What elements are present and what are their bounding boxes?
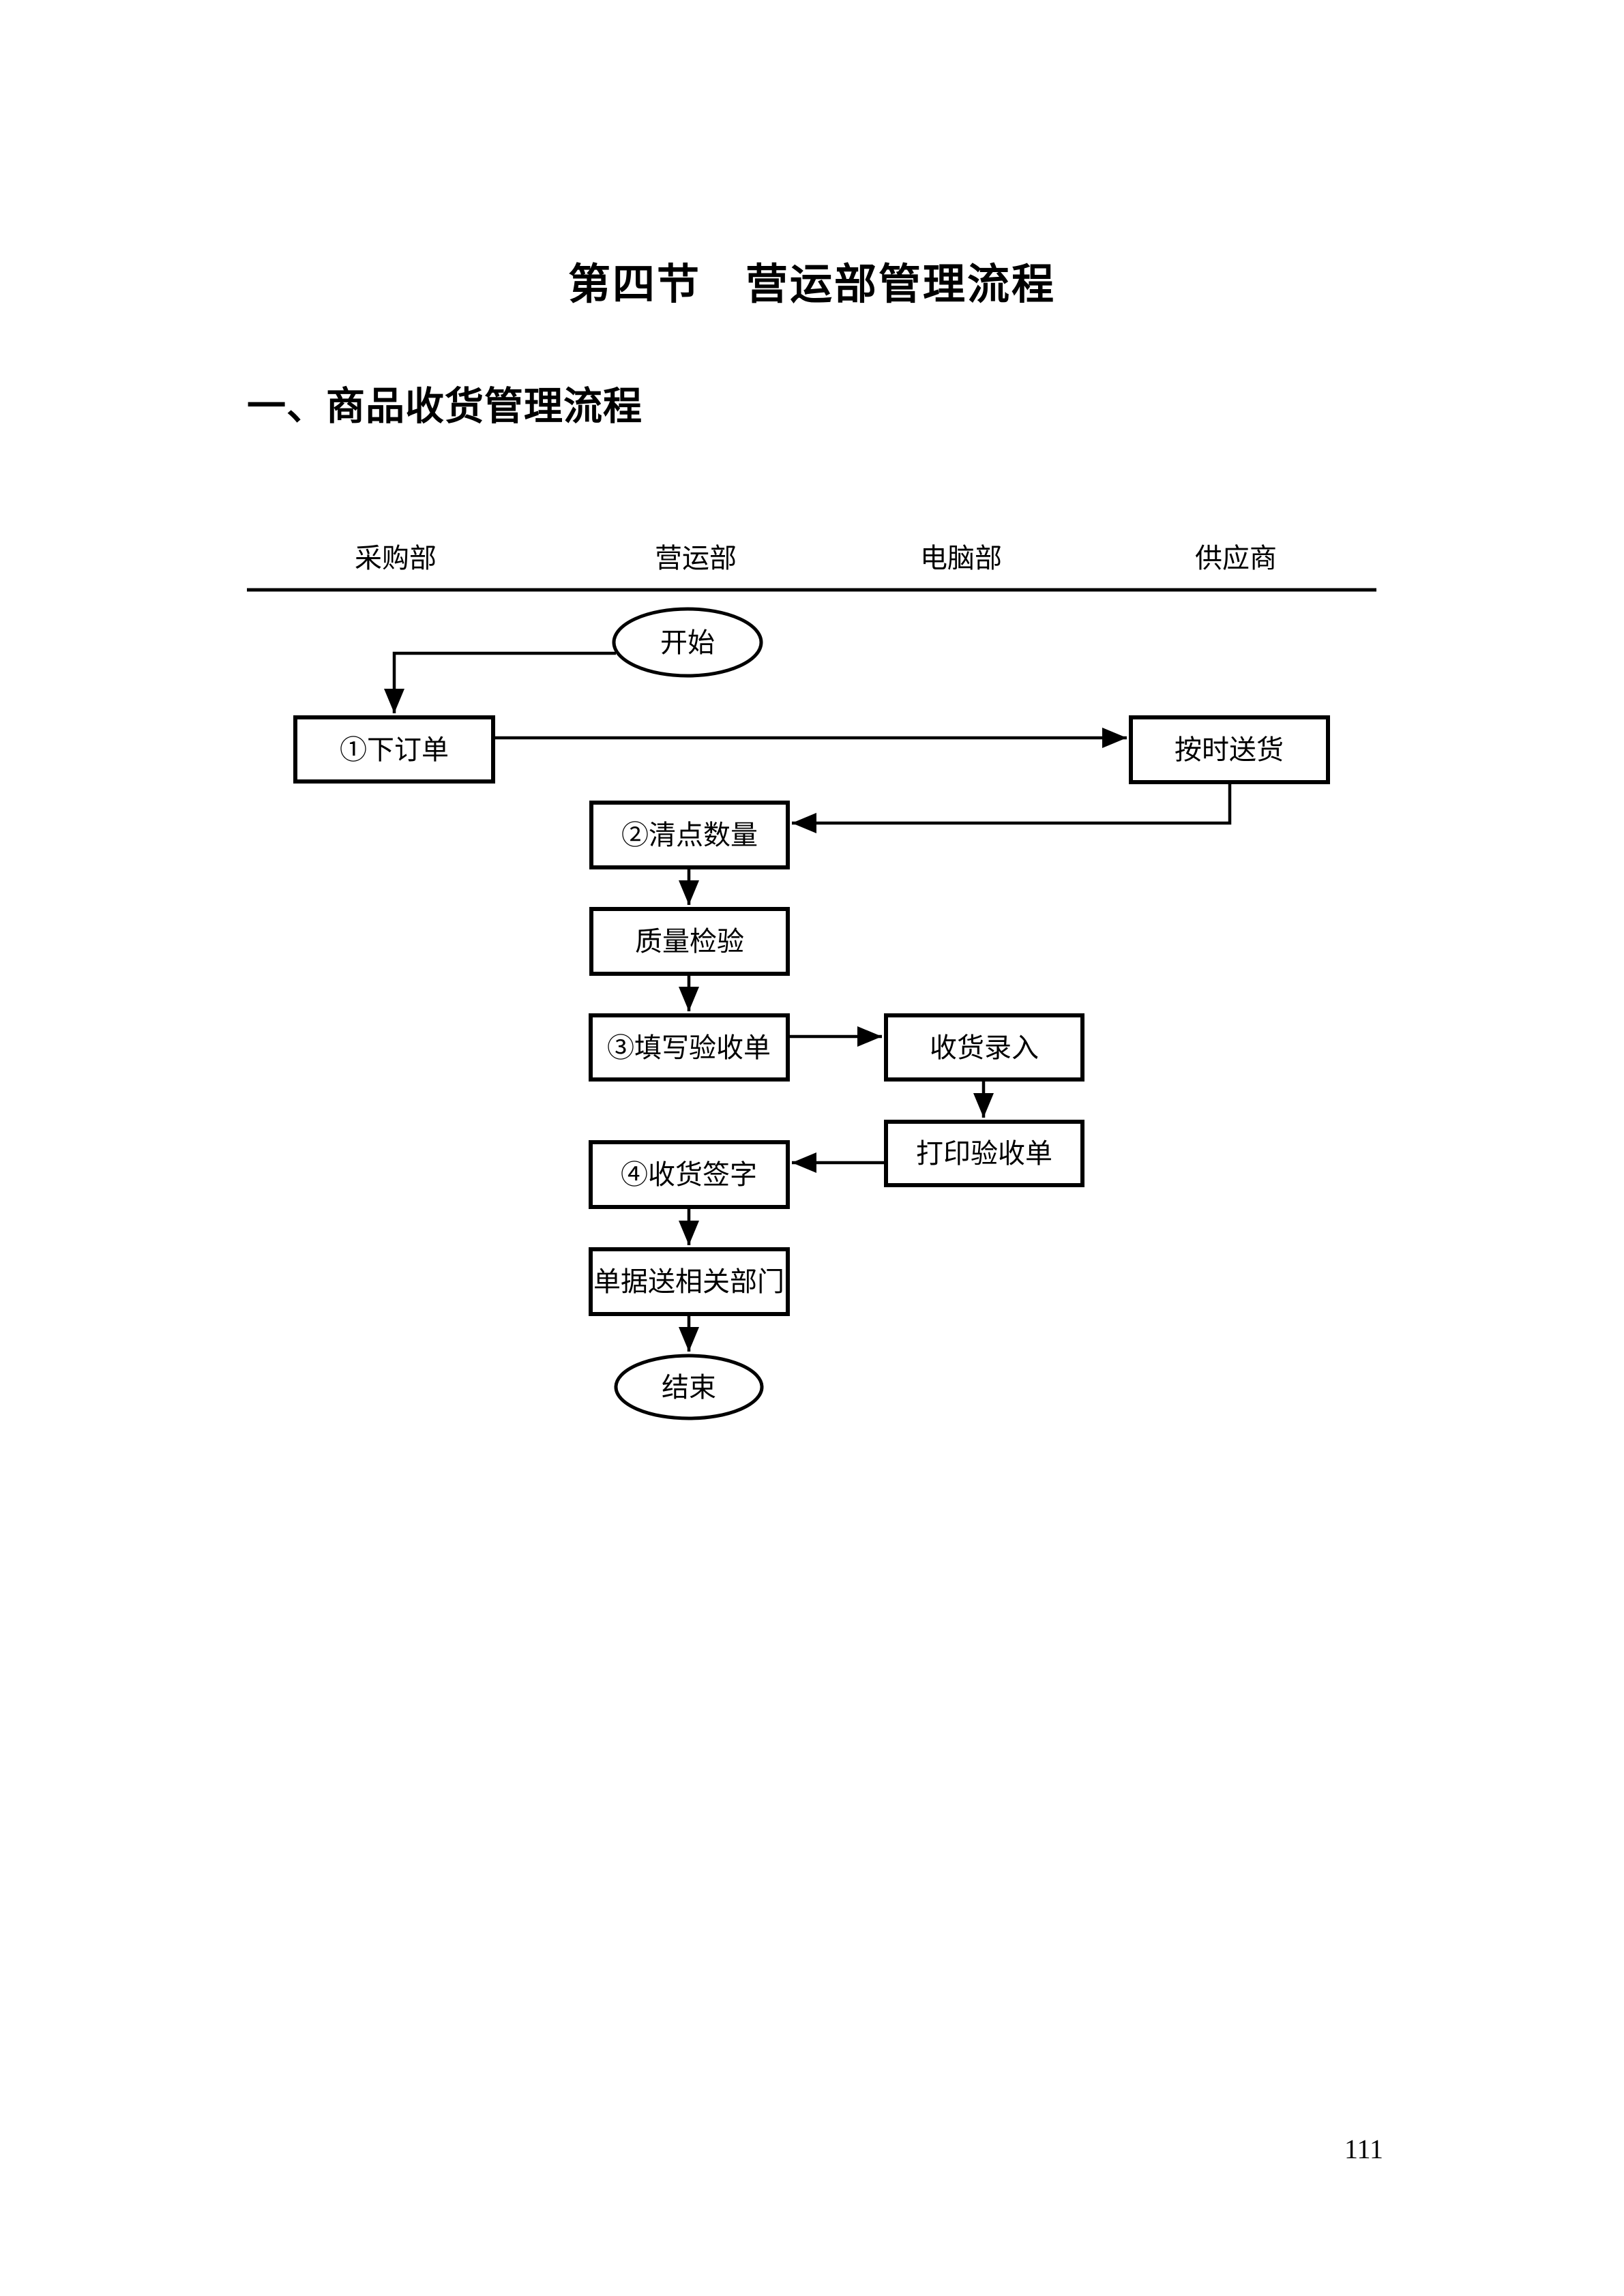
subsection-heading: 一、商品收货管理流程 xyxy=(247,385,643,428)
quality-inspection-label: 质量检验 xyxy=(635,926,744,957)
deliver-on-time-box xyxy=(1129,715,1330,784)
end-ellipse xyxy=(614,1354,764,1420)
count-quantity-label: ②清点数量 xyxy=(621,820,758,850)
page-number: 111 xyxy=(1344,2134,1384,2164)
fill-acceptance-form-label: ③填写验收单 xyxy=(607,1032,771,1063)
section-title: 第四节 营运部管理流程 xyxy=(567,262,1056,308)
fill-acceptance-form-box xyxy=(589,1013,790,1082)
lane-header-operations-dept: 营运部 xyxy=(655,543,737,573)
count-quantity-box xyxy=(589,801,790,869)
lane-header-supplier: 供应商 xyxy=(1195,543,1277,573)
lane-header-computer-dept: 电脑部 xyxy=(920,543,1002,573)
start-ellipse xyxy=(612,607,763,678)
receiving-signature-label: ④收货签字 xyxy=(621,1159,757,1190)
edge-deliver-to-count-quantity xyxy=(792,782,1232,833)
print-acceptance-form-box xyxy=(884,1120,1084,1187)
send-documents-label: 单据送相关部门 xyxy=(593,1266,784,1297)
edge-start-to-place-order xyxy=(384,651,616,713)
send-documents-box xyxy=(589,1247,790,1316)
receiving-entry-label: 收货录入 xyxy=(930,1032,1039,1063)
deliver-on-time-label: 按时送货 xyxy=(1175,734,1284,765)
lane-header-purchasing-dept: 采购部 xyxy=(355,543,437,573)
end-label: 结束 xyxy=(662,1372,716,1403)
start-label: 开始 xyxy=(660,627,715,658)
place-order-label: ①下订单 xyxy=(340,734,449,765)
quality-inspection-box xyxy=(589,907,790,976)
place-order-box xyxy=(293,715,495,784)
print-acceptance-form-label: 打印验收单 xyxy=(916,1138,1052,1169)
receiving-signature-box xyxy=(589,1140,790,1209)
receiving-entry-box xyxy=(884,1013,1084,1082)
